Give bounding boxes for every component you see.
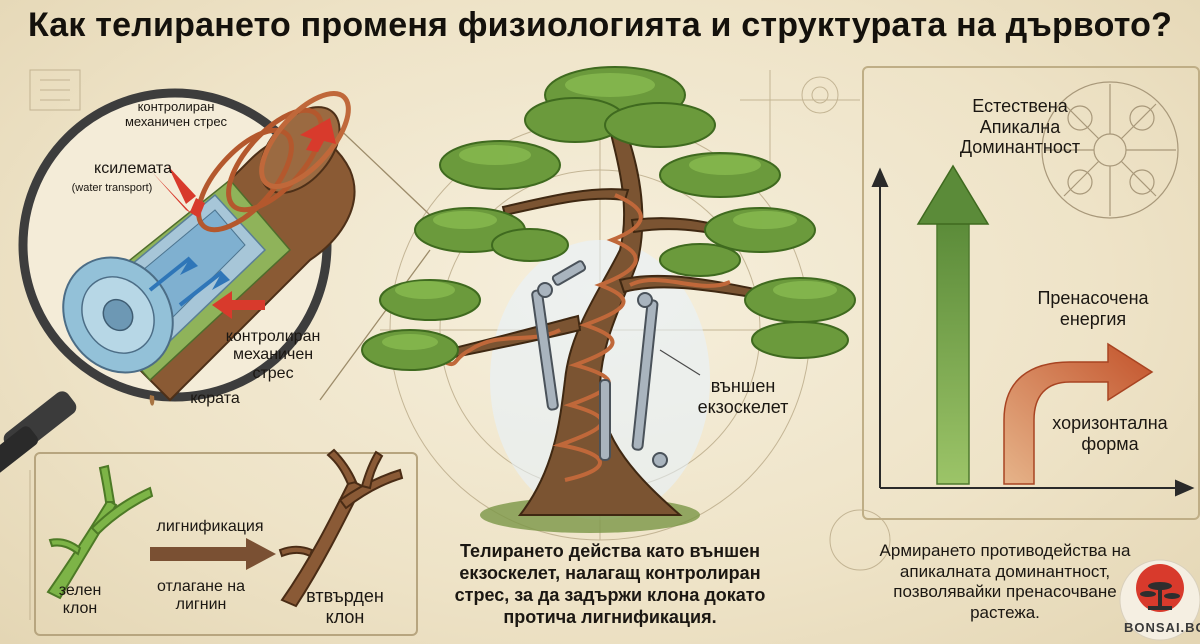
tree-caption: Телирането действа като външен екзоскеле…: [454, 541, 766, 627]
green-branch: [46, 464, 154, 600]
hardened-branch: [278, 448, 404, 608]
label-xylem-note: (water transport): [71, 182, 153, 194]
label-redirected-energy: Пренасочена енергия: [1037, 288, 1149, 329]
branch-log: [62, 91, 356, 406]
dominance-caption: Армирането противодейства на апикалната …: [879, 541, 1131, 623]
cell-sketch: [1041, 81, 1179, 219]
label-exoskeleton: външен екзоскелет: [697, 376, 789, 417]
label-lignin-deposit: отлагане на лигнин: [156, 578, 246, 614]
label-green-branch: зелен клон: [58, 582, 102, 618]
exoskeleton-brace: [531, 260, 668, 468]
magnifier-handle: [0, 391, 77, 476]
stress-arrows: [152, 118, 336, 319]
label-controlled-stress-top: контролиран механичен стрес: [124, 99, 228, 129]
redirected-energy-arrow: [1003, 342, 1154, 485]
label-horizontal-form: хоризонтална форма: [1052, 413, 1168, 454]
brand-name: BONSAI.BG: [1124, 620, 1200, 635]
label-xylem: ксилемата: [94, 160, 172, 177]
apical-dominance-panel: [862, 66, 1200, 520]
lignification-arrow: [150, 538, 276, 570]
label-natural-apical-dominance: Естествена Апикална Доминантност: [959, 96, 1081, 158]
label-lignification: лигнификация: [156, 518, 264, 535]
label-controlled-stress-mid: контролиран механичен стрес: [225, 328, 321, 382]
label-hardened-branch: втвърден клон: [306, 586, 384, 627]
lignification-panel: [34, 452, 418, 636]
diagram-axes: [871, 167, 1195, 497]
training-wire: [439, 193, 731, 482]
page-title: Как телирането променя физиологията и ст…: [27, 6, 1173, 44]
apical-growth-arrow: [916, 164, 990, 485]
label-bark: кората: [190, 390, 240, 407]
